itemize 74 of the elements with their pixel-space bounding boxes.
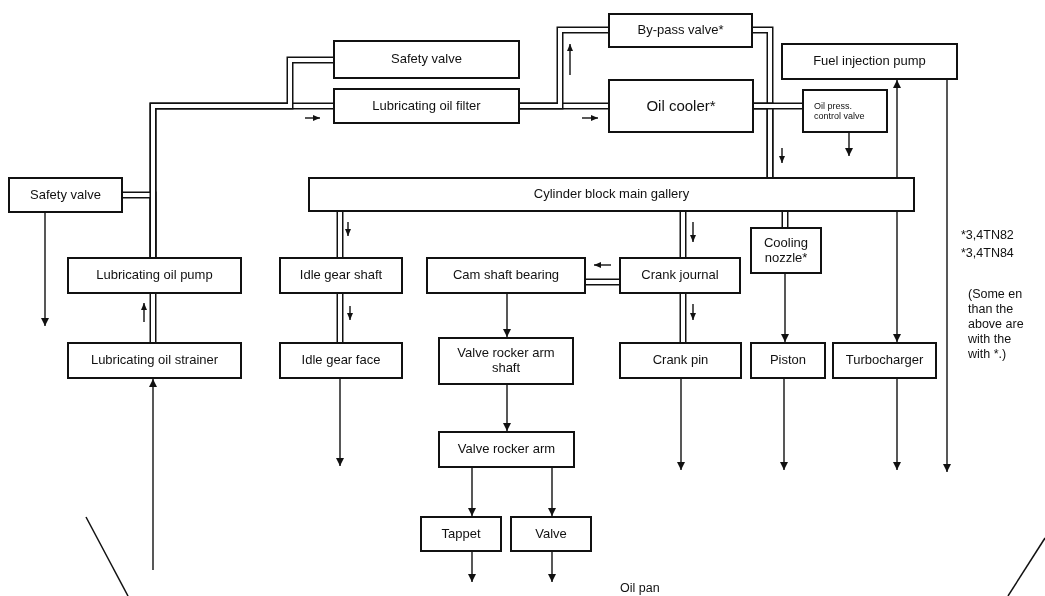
text-label: *3,4TN82 — [961, 228, 1014, 243]
node-label: Idle gear face — [301, 353, 381, 368]
flow-arrow — [893, 79, 901, 178]
node-label: Idle gear shaft — [299, 268, 383, 283]
node-label: Tappet — [441, 526, 481, 542]
flow-arrow — [149, 378, 157, 571]
component-box — [619, 257, 741, 294]
note-text: (Some en than the above are with the with *.) — [968, 287, 1025, 362]
node-label: Lubricating oil filter — [372, 98, 481, 114]
flow-arrow — [677, 378, 685, 471]
component-box — [279, 257, 403, 294]
component-box — [781, 43, 958, 80]
oil-pipe — [336, 212, 344, 257]
flow-arrow — [548, 467, 556, 517]
component-box — [832, 342, 937, 379]
flow-arrow — [781, 273, 789, 343]
component-box — [308, 177, 915, 212]
component-box — [426, 257, 586, 294]
node-label: Safety valve — [30, 187, 101, 203]
component-box — [333, 88, 520, 124]
component-box — [608, 79, 754, 133]
flow-arrow — [503, 293, 511, 338]
component-box — [279, 342, 403, 379]
node-label: Oil press. control valve — [814, 100, 866, 122]
node-label: By-pass valve* — [637, 23, 724, 38]
component-box — [619, 342, 742, 379]
component-box — [8, 177, 123, 213]
oil-pipe — [149, 294, 157, 342]
component-box — [67, 342, 242, 379]
flow-arrow — [336, 378, 344, 467]
oil-pipe — [679, 212, 687, 257]
component-box — [608, 13, 753, 48]
node-label: Lubricating oil strainer — [90, 353, 219, 368]
node-label: Lubricating oil pump — [96, 268, 213, 283]
component-box — [802, 89, 888, 133]
component-box — [750, 227, 822, 274]
oil-pipe — [754, 102, 802, 110]
component-box — [420, 516, 502, 552]
flow-arrow — [845, 132, 853, 157]
flow-arrow — [780, 378, 788, 471]
component-box — [438, 337, 574, 385]
node-label: Valve rocker arm shaft — [456, 346, 556, 376]
flow-arrow — [893, 211, 901, 343]
oil-pipe — [336, 294, 344, 342]
flow-arrow — [893, 378, 901, 471]
flow-arrow — [468, 551, 476, 583]
node-label: Valve rocker arm — [457, 442, 556, 457]
node-label: Piston — [769, 353, 807, 368]
flow-arrow — [548, 551, 556, 583]
text-label: *3,4TN84 — [961, 246, 1014, 261]
oil-pipe — [586, 278, 619, 286]
flow-arrow — [503, 384, 511, 432]
node-label: Turbocharger — [845, 353, 924, 368]
node-label: Fuel injection pump — [813, 54, 926, 69]
node-label: Valve — [535, 526, 567, 542]
oil-pipe — [679, 294, 687, 342]
flow-arrow — [468, 467, 476, 517]
node-label: Safety valve — [391, 52, 462, 67]
component-box — [438, 431, 575, 468]
node-label: Oil cooler* — [646, 97, 716, 115]
node-label: Crank journal — [641, 268, 719, 283]
node-label: Cylinder block main gallery — [533, 187, 690, 202]
node-label: Cooling nozzle* — [762, 235, 810, 266]
node-label: Crank pin — [652, 353, 709, 368]
oil-pipe — [149, 56, 333, 257]
node-label: Cam shaft bearing — [452, 268, 560, 283]
component-box — [510, 516, 592, 552]
text-label: Oil pan — [620, 581, 660, 596]
component-box — [333, 40, 520, 79]
component-box — [67, 257, 242, 294]
flow-arrow — [943, 79, 951, 473]
component-box — [750, 342, 826, 379]
flow-arrow — [41, 212, 49, 327]
oil-pipe — [520, 26, 608, 110]
